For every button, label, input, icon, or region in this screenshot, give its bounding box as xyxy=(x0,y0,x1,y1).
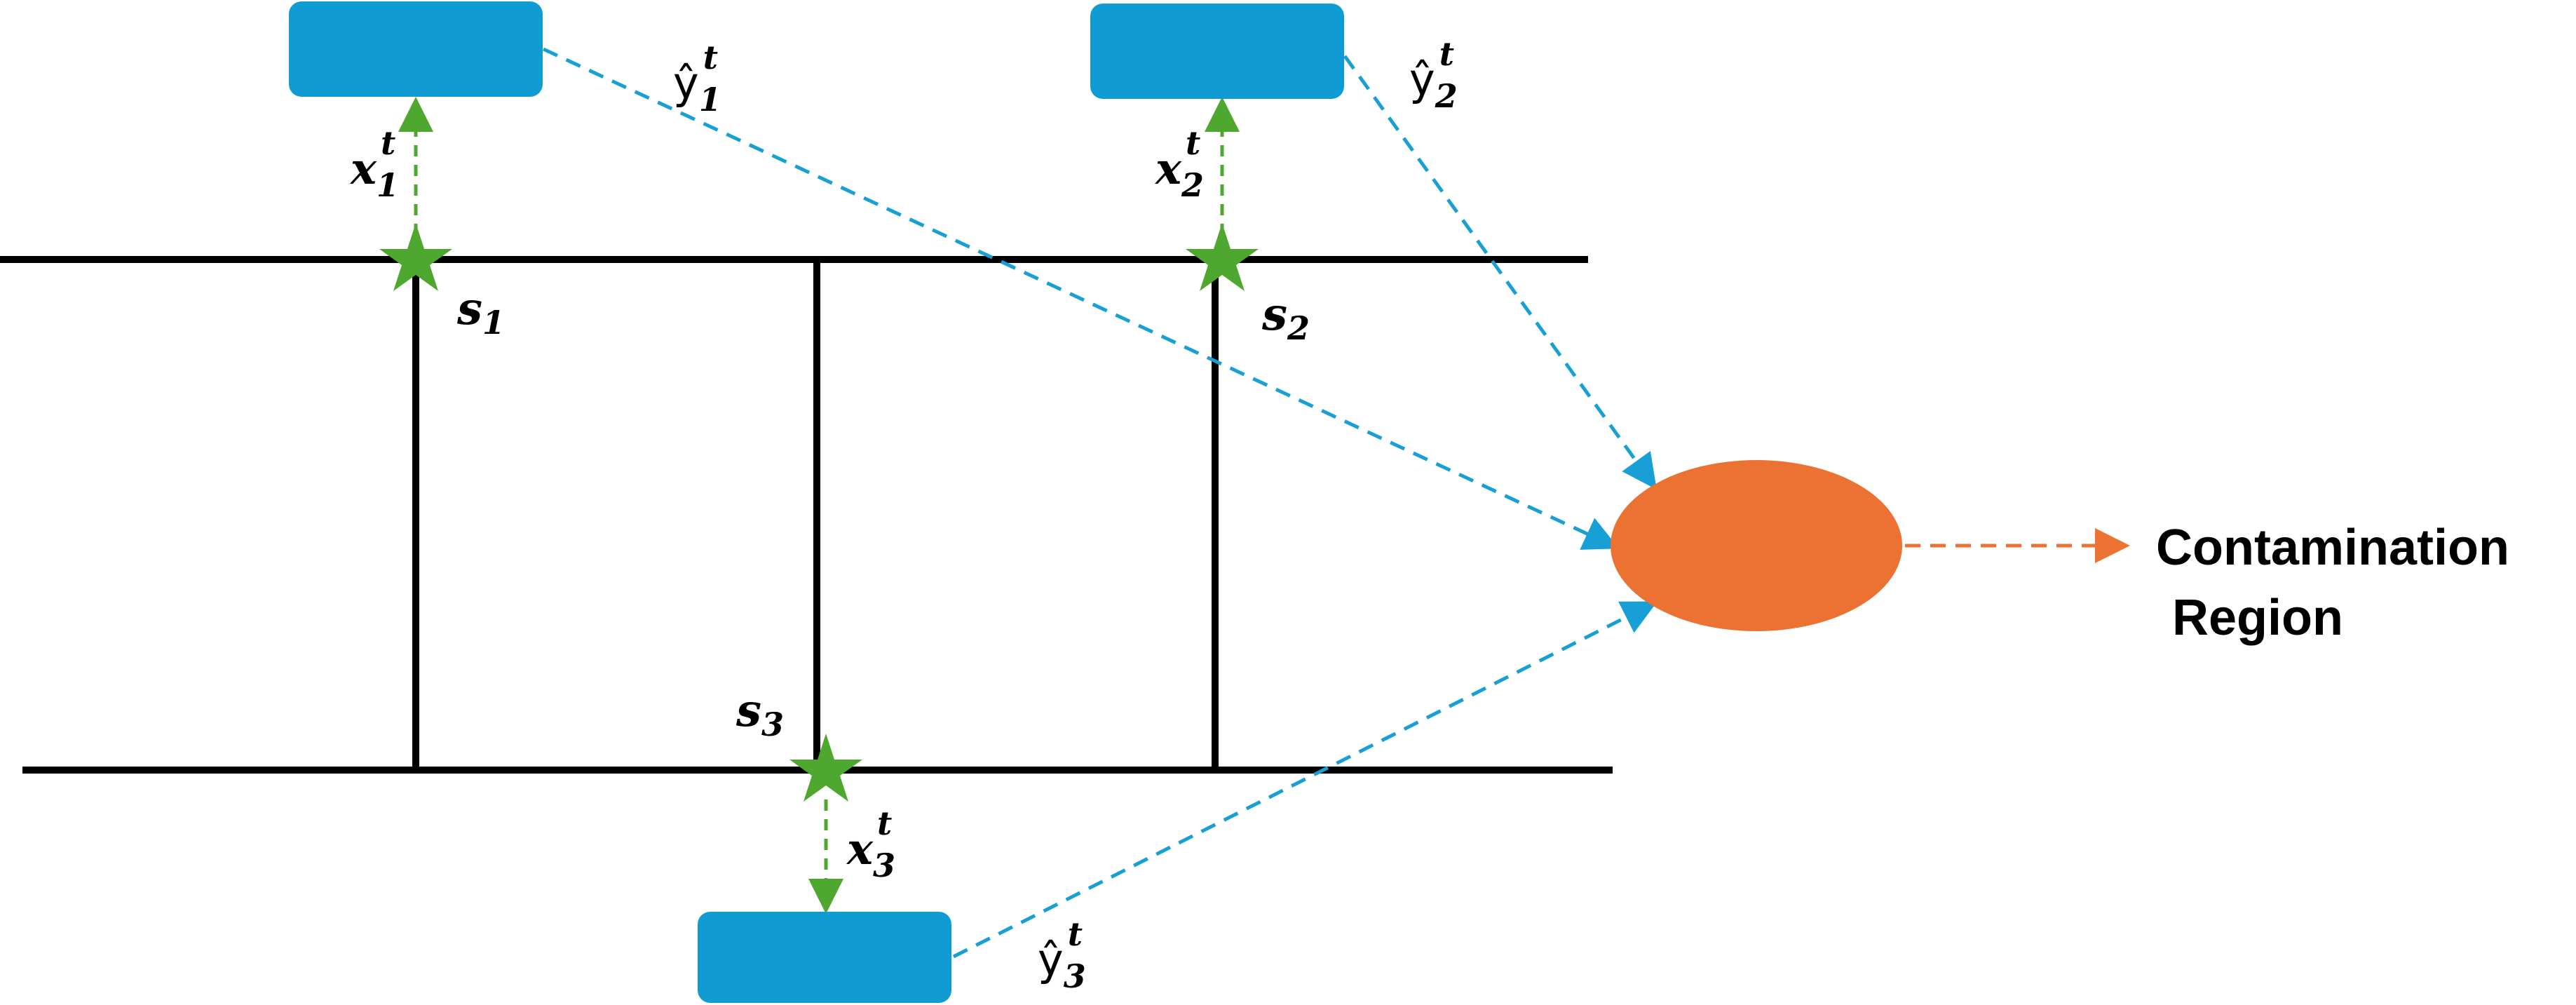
measurement-label-2: x2t xyxy=(1154,124,1204,204)
model-box-3 xyxy=(698,912,951,1003)
pipe-network xyxy=(0,256,1613,774)
sensor-star-1 xyxy=(379,223,452,291)
prediction-label-1: ŷ1t xyxy=(673,39,721,119)
sensor-label-2: s2 xyxy=(1261,288,1310,347)
sensor-star-3 xyxy=(789,734,862,802)
contamination-region-label: Contamination Region xyxy=(2156,520,2509,646)
contamination-label-line1: Contamination xyxy=(2156,520,2509,576)
prediction-arrows xyxy=(542,47,1658,959)
sensor-label-3: s3 xyxy=(735,684,784,743)
measurement-label-1: x1t xyxy=(349,124,399,204)
prediction-arrow-3 xyxy=(952,601,1658,959)
contamination-label-line2: Region xyxy=(2172,590,2343,646)
sensor-label-1: s1 xyxy=(456,283,505,342)
model-boxes xyxy=(289,1,1344,1003)
prediction-labels: ŷ1t ŷ2t ŷ3t xyxy=(673,35,1458,995)
prediction-arrow-1 xyxy=(542,47,1620,550)
prediction-label-2: ŷ2t xyxy=(1409,35,1458,115)
measurement-labels: x1t x2t x3t xyxy=(349,124,1204,884)
model-box-2 xyxy=(1090,4,1344,99)
sensor-stars xyxy=(379,223,1259,802)
sensor-star-2 xyxy=(1186,223,1259,291)
measurement-arrows xyxy=(398,97,1240,914)
measurement-label-3: x3t xyxy=(846,804,895,884)
prediction-arrow-2 xyxy=(1343,55,1657,490)
sensor-labels: s1 s2 s3 xyxy=(456,283,1310,743)
contamination-region-ellipse xyxy=(1611,460,1902,631)
model-box-1 xyxy=(289,1,543,97)
prediction-label-3: ŷ3t xyxy=(1038,915,1086,995)
